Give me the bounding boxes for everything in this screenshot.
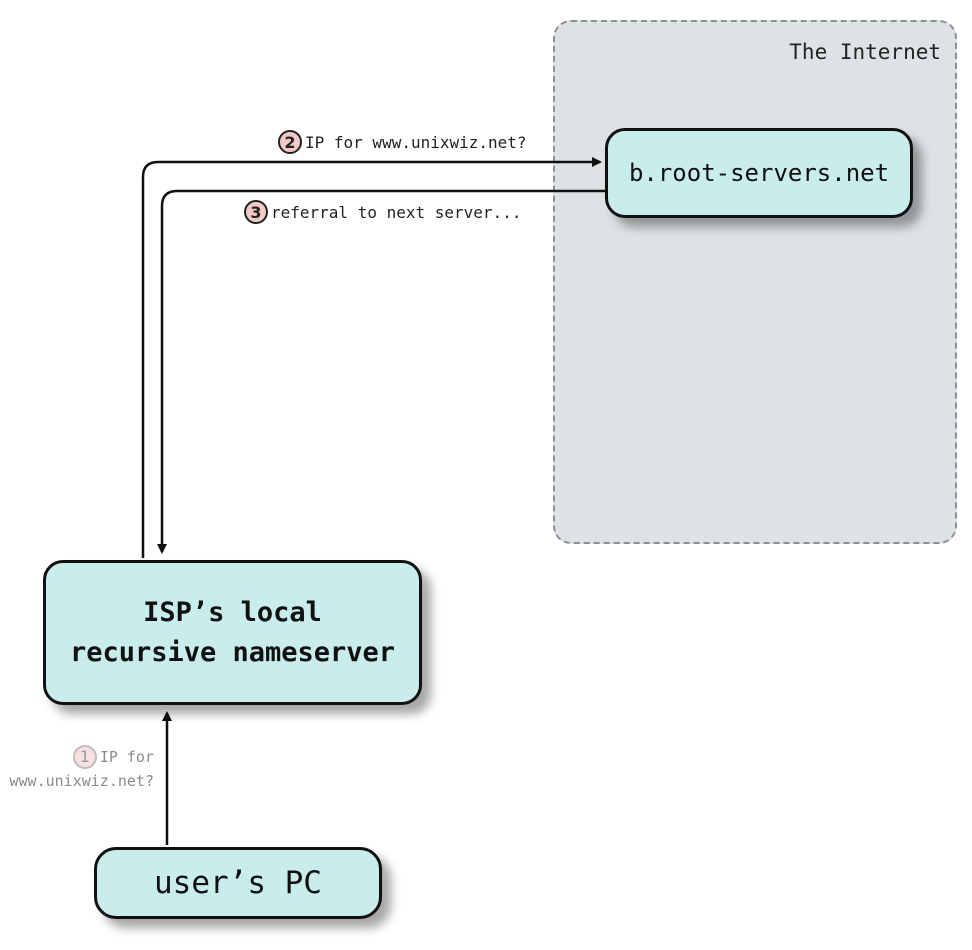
root-server-box: b.root-servers.net (605, 128, 913, 218)
step-1-text-line2: www.unixwiz.net? (9, 772, 155, 790)
step-2-badge: 2 (278, 130, 302, 154)
step-3-badge: 3 (244, 200, 268, 224)
step-3-text: referral to next server... (271, 202, 522, 222)
root-server-label: b.root-servers.net (628, 159, 890, 187)
internet-region: The Internet (553, 20, 957, 544)
step-2-text: IP for www.unixwiz.net? (305, 132, 527, 152)
isp-nameserver-label-line1: ISP’s local (143, 596, 322, 628)
user-pc-box: user’s PC (94, 847, 382, 919)
arrow-referral-to-isp (157, 189, 605, 554)
step-2-annotation: 2 IP for www.unixwiz.net? (278, 130, 527, 154)
step-1-badge: 1 (72, 745, 97, 769)
internet-label: The Internet (789, 40, 941, 64)
user-pc-label: user’s PC (154, 865, 322, 901)
isp-nameserver-box: ISP’s local recursive nameserver (43, 560, 422, 705)
step-1-text-line1: IP for (99, 748, 154, 766)
step-3-annotation: 3 referral to next server... (244, 200, 521, 224)
isp-nameserver-label-line2: recursive nameserver (69, 636, 396, 668)
arrow-query-to-root (141, 157, 602, 558)
step-1-annotation: 1 IP for www.unixwiz.net? (0, 745, 154, 793)
